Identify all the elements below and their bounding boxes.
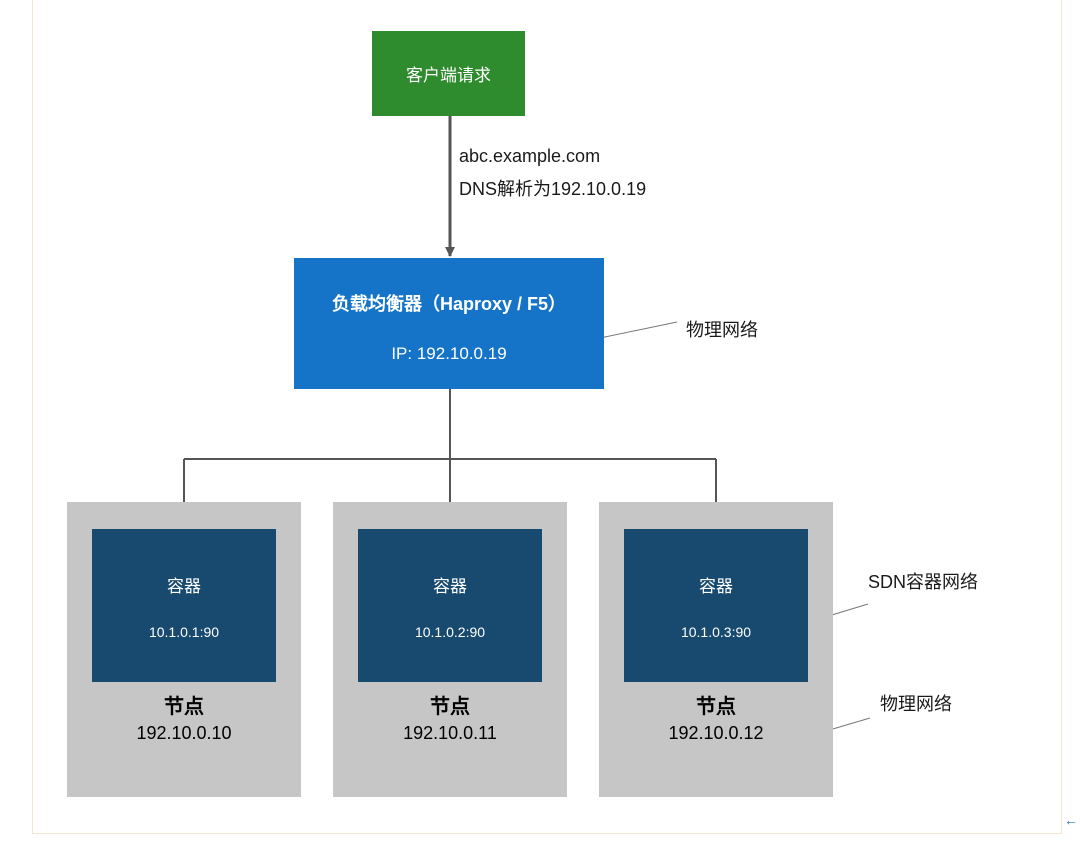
load-balancer-box: 负载均衡器（Haproxy / F5） IP: 192.10.0.19 [294,258,604,389]
container-address: 10.1.0.3:90 [680,624,752,640]
container-box: 容器 10.1.0.1:90 [92,529,276,682]
container-title: 容器 [699,577,733,596]
sdn-network-annotation: SDN容器网络 [868,572,979,592]
node-box: 容器 10.1.0.1:90 节点 192.10.0.10 [67,502,301,797]
container-box: 容器 10.1.0.3:90 [624,529,808,682]
container-box: 容器 10.1.0.2:90 [358,529,542,682]
node-ip: 192.10.0.12 [668,723,764,743]
node-network-annotation: 物理网络 [880,694,952,714]
node-ip: 192.10.0.11 [403,723,497,743]
node-box: 容器 10.1.0.2:90 节点 192.10.0.11 [333,502,567,797]
node-title: 节点 [164,696,204,718]
container-address: 10.1.0.1:90 [148,624,220,640]
diagram-frame [32,0,1062,834]
container-address: 10.1.0.2:90 [414,624,486,640]
client-request-box: 客户端请求 [372,31,525,116]
node-title: 节点 [696,696,736,718]
load-balancer-title: 负载均衡器（Haproxy / F5） [331,294,567,314]
return-arrow-icon: ← [1064,812,1078,828]
container-title: 容器 [167,577,201,596]
dns-resolution-label: DNS解析为192.10.0.19 [459,179,647,199]
dns-domain-label: abc.example.com [459,146,601,166]
node-title: 节点 [430,696,470,718]
lb-network-annotation: 物理网络 [686,320,758,340]
container-title: 容器 [433,577,467,596]
node-box: 容器 10.1.0.3:90 节点 192.10.0.12 [599,502,833,797]
lb-to-nodes-connector [183,389,717,529]
client-request-label: 客户端请求 [406,66,491,85]
node-ip: 192.10.0.10 [136,723,232,743]
load-balancer-ip: IP: 192.10.0.19 [391,344,507,363]
